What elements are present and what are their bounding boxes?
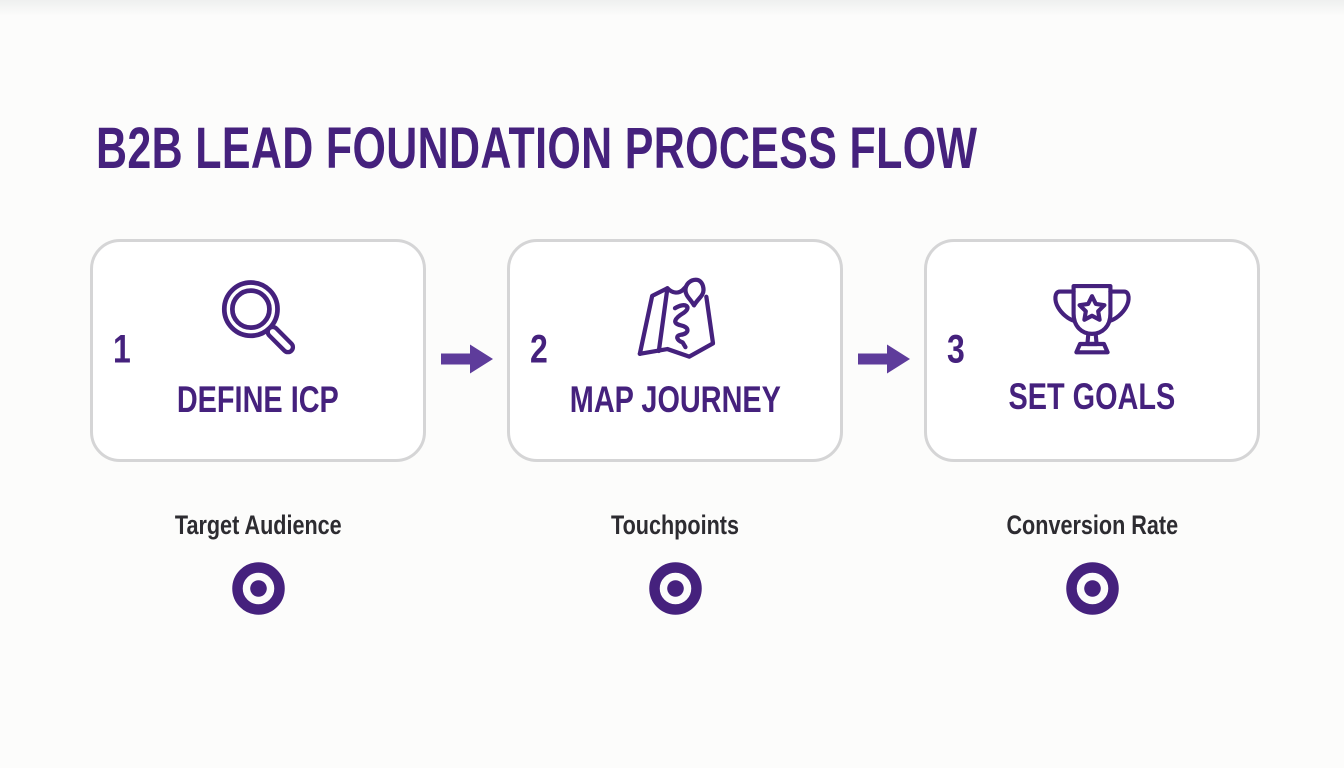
step-card-map-journey: 2 MAP JOURNEY — [507, 239, 843, 462]
trophy-icon — [1046, 276, 1138, 366]
step-title: DEFINE ICP — [177, 378, 339, 420]
step-number: 1 — [113, 327, 131, 372]
target-icon — [1065, 561, 1119, 615]
right-arrow-icon — [857, 344, 910, 374]
target-icon — [648, 561, 702, 615]
step-card-set-goals: 3 SET GOALS — [924, 239, 1260, 462]
metric-label: Touchpoints — [610, 510, 739, 540]
step-card-content: MAP JOURNEY — [510, 242, 840, 459]
page-title: B2B LEAD FOUNDATION PROCESS FLOW — [96, 116, 978, 181]
metric-touchpoints: Touchpoints — [507, 510, 843, 615]
metric-label: Target Audience — [174, 510, 342, 540]
flow-row: 1 DEFINE ICP 2 — [90, 239, 1260, 462]
right-arrow-icon — [440, 344, 493, 374]
step-number: 3 — [947, 327, 965, 372]
step-card-content: DEFINE ICP — [93, 242, 423, 459]
top-edge-artifact — [0, 0, 1344, 16]
step-card-define-icp: 1 DEFINE ICP — [90, 239, 426, 462]
metric-conversion-rate: Conversion Rate — [924, 510, 1260, 615]
step-title: SET GOALS — [1008, 376, 1176, 417]
metric-target-audience: Target Audience — [90, 510, 426, 615]
map-icon — [626, 274, 724, 369]
metrics-row: Target Audience Touchpoints Conversion R… — [90, 510, 1260, 615]
metric-label: Conversion Rate — [1006, 510, 1178, 540]
step-number: 2 — [530, 327, 548, 372]
step-title: MAP JOURNEY — [569, 378, 781, 420]
magnifier-icon — [211, 274, 306, 369]
target-icon — [231, 561, 285, 615]
step-card-content: SET GOALS — [927, 242, 1257, 459]
